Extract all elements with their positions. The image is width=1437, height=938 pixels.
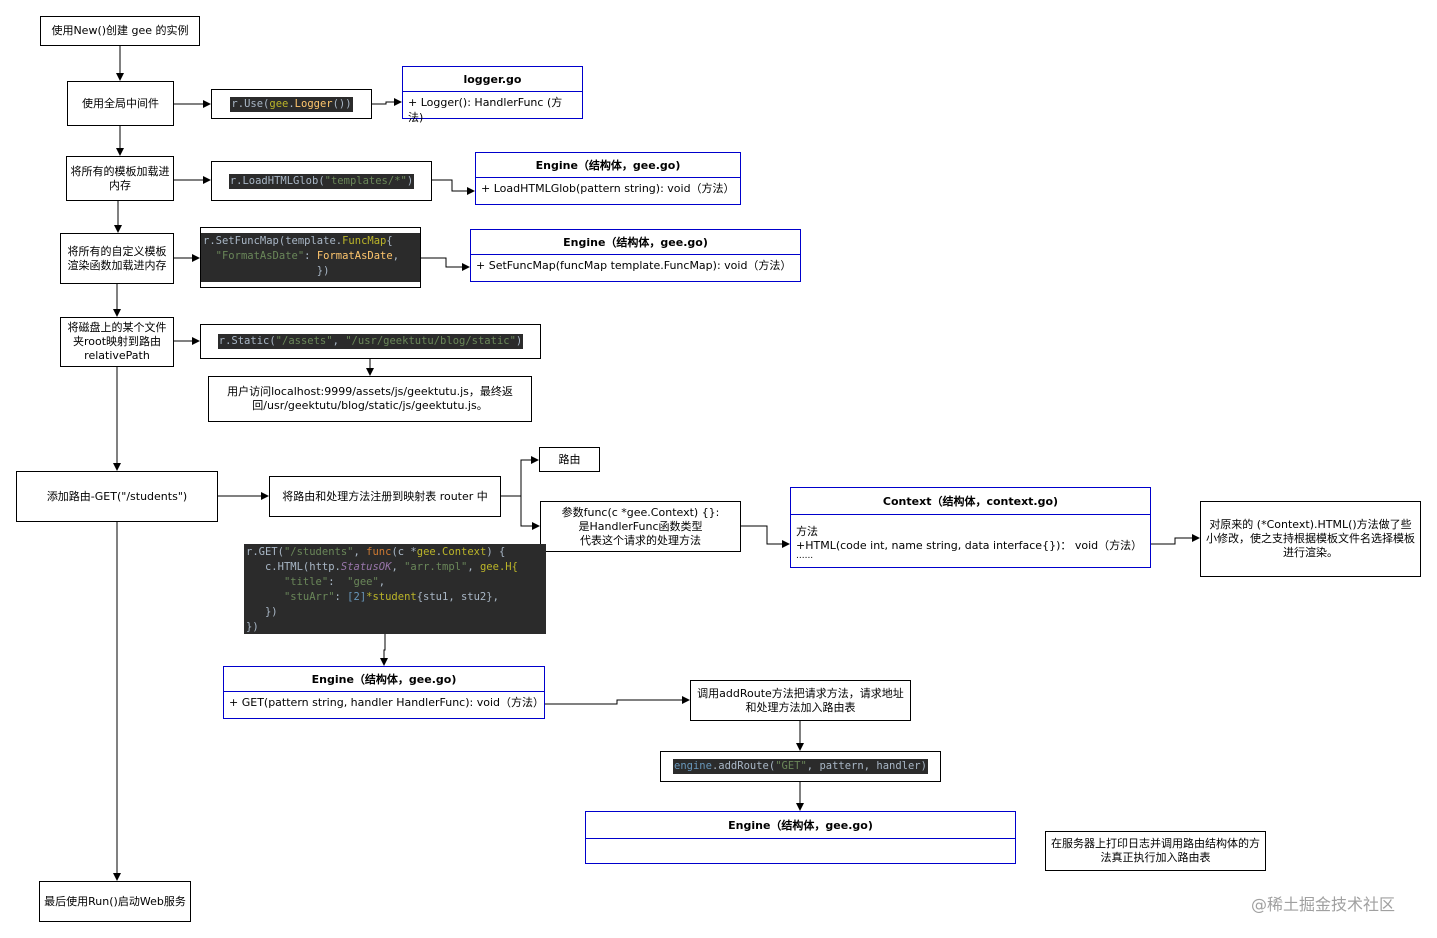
html-note-box: 对原来的 (*Context).HTML()方法做了些小修改，使之支持根据模板文… [1200,501,1421,577]
register-route-box: 将路由和处理方法注册到映射表 router 中 [269,476,501,517]
arrow-glob-to-engine [432,179,475,195]
arrow-param-to-context [741,525,790,548]
logger-class-box: logger.go + Logger(): HandlerFunc (方法) [402,66,583,124]
add-route-box: 添加路由-GET("/students") [16,471,218,522]
engine-bottom-class-box: Engine（结构体，gee.go) [585,811,1016,864]
engine-funcmap-class-box: Engine（结构体，gee.go) + SetFuncMap(funcMap … [470,229,801,282]
server-log-note: 在服务器上打印日志并调用路由结构体的方法真正执行加入路由表 [1045,831,1266,871]
arrow-register-to-route [500,456,539,497]
use-logger-snippet: r.Use(gee.Logger()) [230,96,353,112]
create-instance-box: 使用New()创建 gee 的实例 [40,16,200,46]
arrow-register-to-param [520,496,540,530]
html-note-text: 对原来的 (*Context).HTML()方法做了些小修改，使之支持根据模板文… [1206,518,1415,559]
static-snippet: r.Static("/assets", "/usr/geektutu/blog/… [217,334,524,349]
load-glob-code: r.LoadHTMLGlob("templates/*") [211,161,432,201]
use-logger-code: r.Use(gee.Logger()) [211,89,372,119]
static-access-text: 用户访问localhost:9999/assets/js/geektutu.js… [227,385,513,412]
engine-funcmap-class-member: + SetFuncMap(funcMap template.FuncMap): … [476,259,792,272]
static-map-label: 将磁盘上的某个文件夹root映射到路由relativePath [67,321,167,362]
add-route-note: 调用addRoute方法把请求方法，请求地址和处理方法加入路由表 [690,680,911,721]
context-class-member-heading: 方法 [796,525,818,538]
engine-get-class-member: + GET(pattern string, handler HandlerFun… [229,696,544,709]
engine-get-class-box: Engine（结构体，gee.go) + GET(pattern string,… [223,666,545,719]
context-class-member-more: ...... [796,551,814,561]
run-server-box: 最后使用Run()启动Web服务 [39,881,191,922]
route-box: 路由 [539,447,600,472]
load-funcs-label: 将所有的自定义模板渲染函数加载进内存 [67,244,167,272]
global-middleware-label: 使用全局中间件 [82,96,159,110]
global-middleware-box: 使用全局中间件 [67,81,174,126]
param-func-label: 参数func(c *gee.Context) {}: 是HandlerFunc函… [561,505,720,547]
create-instance-label: 使用New()创建 gee 的实例 [51,24,189,37]
context-class-member-html: +HTML(code int, name string, data interf… [796,539,1143,552]
load-templates-label: 将所有的模板加载进内存 [70,164,170,192]
add-route-label: 添加路由-GET("/students") [46,489,188,503]
arrow-use-to-logger [372,98,402,106]
context-class-box: Context（结构体，context.go) 方法 +HTML(code in… [790,487,1151,568]
load-glob-snippet: r.LoadHTMLGlob("templates/*") [228,173,415,189]
engine-glob-class-member: + LoadHTMLGlob(pattern string): void（方法） [481,182,735,195]
engine-get-class-title: Engine（结构体，gee.go) [224,667,544,692]
run-server-label: 最后使用Run()启动Web服务 [44,894,186,908]
set-funcmap-code: r.SetFuncMap(template.FuncMap{ "FormatAs… [200,227,421,288]
engine-funcmap-class-title: Engine（结构体，gee.go) [471,230,800,255]
set-funcmap-snippet: r.SetFuncMap(template.FuncMap{ "FormatAs… [201,233,420,282]
load-funcs-box: 将所有的自定义模板渲染函数加载进内存 [60,233,174,284]
arrow-context-to-note [1151,534,1200,545]
add-route-snippet: engine.addRoute("GET", pattern, handler) [673,759,928,774]
param-func-box: 参数func(c *gee.Context) {}: 是HandlerFunc函… [540,501,741,552]
static-code: r.Static("/assets", "/usr/geektutu/blog/… [200,324,541,359]
static-map-box: 将磁盘上的某个文件夹root映射到路由relativePath [60,317,174,367]
get-handler-snippet: r.GET("/students", func(c *gee.Context) … [244,544,546,634]
context-class-title: Context（结构体，context.go) [791,488,1150,515]
load-templates-box: 将所有的模板加载进内存 [66,156,174,201]
arrow-setfuncmap-to-engine [421,257,470,271]
logger-class-member: + Logger(): HandlerFunc (方法) [408,96,563,124]
logger-class-title: logger.go [403,67,582,92]
watermark: @稀土掘金技术社区 [1251,895,1396,914]
add-route-code: engine.addRoute("GET", pattern, handler) [660,751,941,782]
engine-bottom-class-title: Engine（结构体，gee.go) [586,812,1015,839]
arrow-getcode-to-engine [380,634,388,666]
route-label: 路由 [558,452,581,466]
add-route-note-text: 调用addRoute方法把请求方法，请求地址和处理方法加入路由表 [697,686,904,714]
static-access-note: 用户访问localhost:9999/assets/js/geektutu.js… [208,376,532,422]
arrow-engine-to-addroute-note [545,696,690,705]
register-route-label: 将路由和处理方法注册到映射表 router 中 [282,489,488,503]
context-class-members: 方法 +HTML(code int, name string, data int… [791,515,1150,562]
engine-glob-class-title: Engine（结构体，gee.go) [476,153,740,178]
server-log-text: 在服务器上打印日志并调用路由结构体的方法真正执行加入路由表 [1051,837,1260,864]
engine-glob-class-box: Engine（结构体，gee.go) + LoadHTMLGlob(patter… [475,152,741,205]
get-handler-code: r.GET("/students", func(c *gee.Context) … [244,544,546,634]
